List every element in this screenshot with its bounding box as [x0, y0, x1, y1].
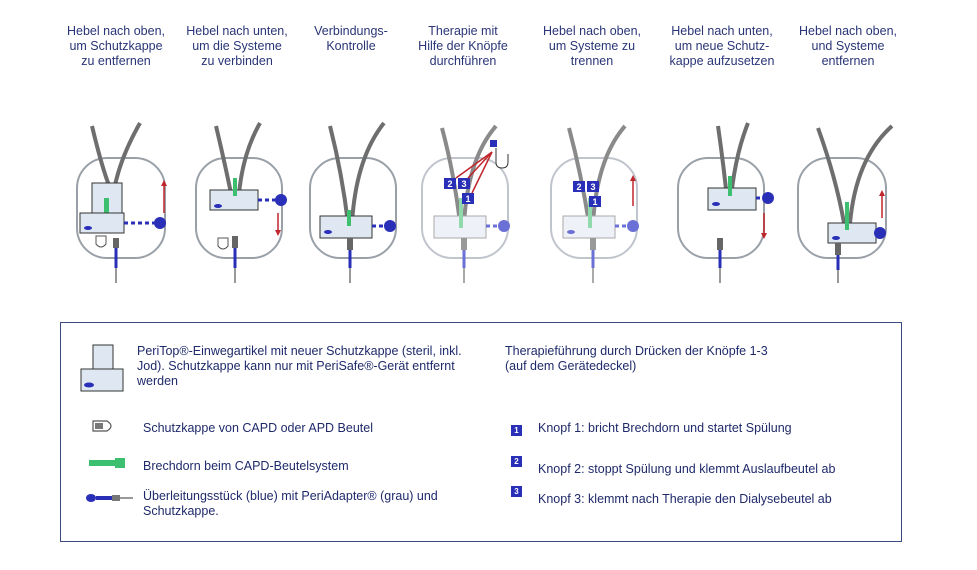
step-2-connect-icon: [195, 122, 287, 283]
legend-knopf1-text: Knopf 1: bricht Brechdorn und startet Sp…: [538, 421, 792, 435]
cap-icon: [92, 420, 112, 432]
step-6-title: Hebel nach unten, um neue Schutz- kappe …: [669, 24, 775, 68]
peritop-icon: [80, 344, 124, 392]
svg-text:1: 1: [592, 197, 597, 207]
legend-spike-text: Brechdorn beim CAPD-Beutelsystem: [143, 459, 349, 473]
svg-text:2: 2: [576, 182, 581, 192]
legend-knopf3-text: Knopf 3: klemmt nach Therapie den Dialys…: [538, 492, 832, 506]
step-4-title: Therapie mit Hilfe der Knöpfe durchführe…: [418, 24, 508, 68]
svg-text:3: 3: [461, 179, 466, 189]
step-3-check-icon: [309, 121, 397, 283]
legend-peritop-text: PeriTop®-Einwegartikel mit neuer Schutzk…: [137, 344, 462, 388]
adapter-icon: [86, 494, 133, 502]
knopf-3-icon: 3: [511, 486, 522, 497]
legend-box: PeriTop®-Einwegartikel mit neuer Schutzk…: [60, 322, 902, 542]
legend-adapter-text: Überleitungsstück (blue) mit PeriAdapter…: [143, 489, 438, 518]
legend-knopf2-text: Knopf 2: stoppt Spülung und klemmt Ausla…: [538, 462, 836, 476]
step-5-title: Hebel nach oben, um Systeme zu trennen: [543, 24, 641, 68]
legend-cap-text: Schutzkappe von CAPD oder APD Beutel: [143, 421, 373, 435]
legend-buttons-intro: Therapieführung durch Drücken der Knöpfe…: [505, 344, 768, 373]
step-6-new-cap-icon: [677, 122, 774, 283]
step-4-therapy-icon: 2 3 1: [421, 124, 510, 283]
svg-text:3: 3: [590, 182, 595, 192]
step-7-title: Hebel nach oben, und Systeme entfernen: [799, 24, 897, 68]
knopf-1-icon: 1: [511, 425, 522, 436]
svg-text:1: 1: [465, 194, 470, 204]
spike-icon: [89, 458, 125, 468]
step-2-title: Hebel nach unten, um die Systeme zu verb…: [186, 24, 288, 68]
step-1-title: Hebel nach oben, um Schutzkappe zu entfe…: [67, 24, 165, 68]
step-5-separate-icon: 2 3 1: [550, 124, 639, 283]
step-1-remove-cap-icon: [76, 122, 167, 283]
svg-text:2: 2: [447, 179, 452, 189]
step-7-remove-icon: [797, 124, 894, 283]
step-3-title: Verbindungs- Kontrolle: [314, 24, 388, 53]
knopf-2-icon: 2: [511, 456, 522, 467]
